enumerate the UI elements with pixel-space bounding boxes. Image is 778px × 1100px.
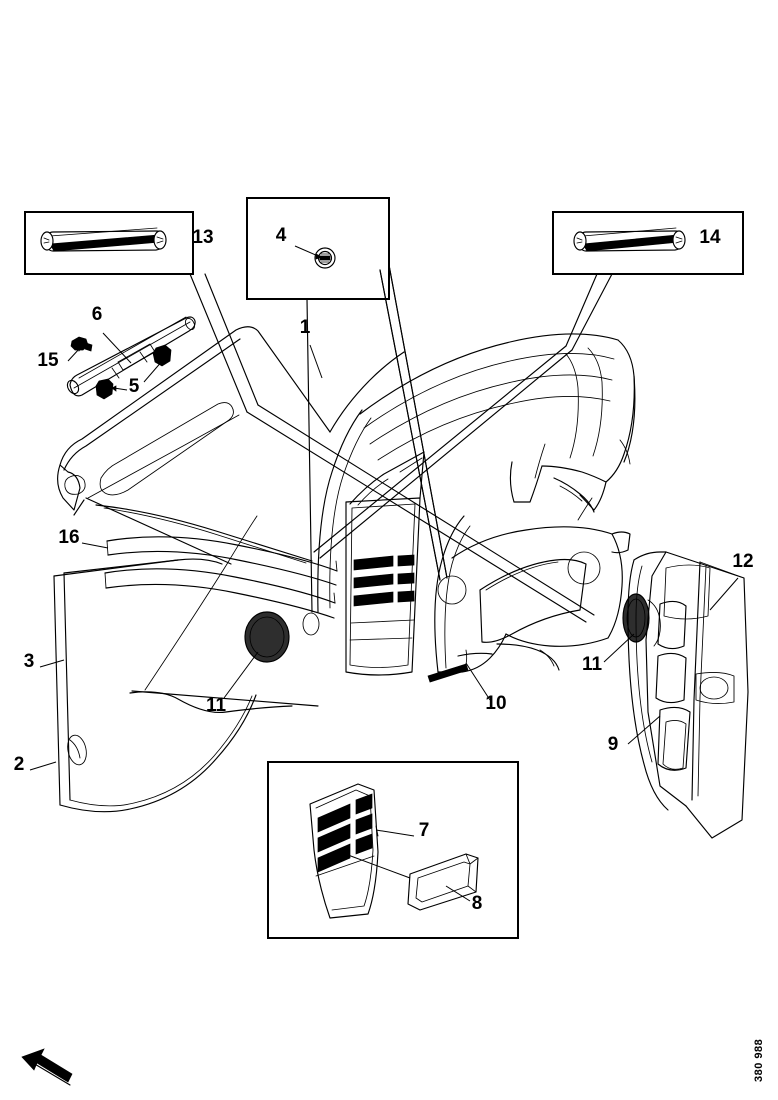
callout-numbers: 1 2 3 4 5 6 7 8 9 10 11 11 12 13 14 15 1… (14, 225, 754, 914)
glove-box-panel-assembly (427, 515, 631, 683)
callout-5: 5 (129, 376, 140, 397)
callout-1: 1 (300, 317, 311, 338)
callout-11-side: 11 (582, 654, 603, 675)
vent-slats (353, 554, 415, 607)
part-7-vent-grille-panel (309, 783, 379, 919)
callout-4: 4 (276, 225, 287, 246)
callout-8: 8 (472, 893, 483, 914)
lead-2 (29, 761, 57, 771)
callout-3: 3 (24, 651, 35, 672)
part-5-clip-lower (95, 378, 114, 400)
detail-box-14 (552, 211, 744, 351)
left-kick-panel-assembly (53, 326, 338, 813)
right-side-trim-assembly (622, 551, 749, 839)
callout-14: 14 (699, 227, 721, 248)
callout-16: 16 (58, 527, 79, 548)
detail-box-13 (24, 211, 259, 413)
lead-16 (81, 542, 109, 549)
part-8-bezel (407, 853, 479, 911)
svg-text:380 988: 380 988 (753, 1039, 765, 1082)
part-13-seal-strip (40, 227, 167, 252)
part-6-trim-strip-assembly (66, 316, 196, 400)
part-11-speaker-grille-right (622, 593, 650, 643)
callout-15: 15 (37, 350, 59, 371)
callout-2: 2 (14, 754, 25, 775)
center-console-stack (345, 451, 425, 676)
detail-box-7-8 (267, 761, 519, 939)
detail-box-4 (246, 197, 448, 613)
callout-12: 12 (732, 551, 753, 572)
callout-13: 13 (192, 227, 213, 248)
part-4-grommet (314, 247, 336, 269)
part-14-seal-strip (573, 227, 686, 252)
part-11-speaker-grille-left (244, 611, 290, 663)
dashboard-main-shell (246, 264, 636, 623)
callout-9: 9 (608, 734, 619, 755)
part-5-clip-upper (152, 344, 172, 367)
callout-11: 11 (206, 695, 227, 716)
callout-10: 10 (485, 693, 506, 714)
drawing-code: 380 988 (753, 1039, 765, 1082)
part-15-fastener (70, 336, 93, 352)
lead-3 (39, 659, 65, 668)
lead-1 (309, 344, 323, 379)
callout-6: 6 (92, 304, 103, 325)
front-direction-arrow (21, 1048, 73, 1086)
callout-7: 7 (419, 820, 430, 841)
